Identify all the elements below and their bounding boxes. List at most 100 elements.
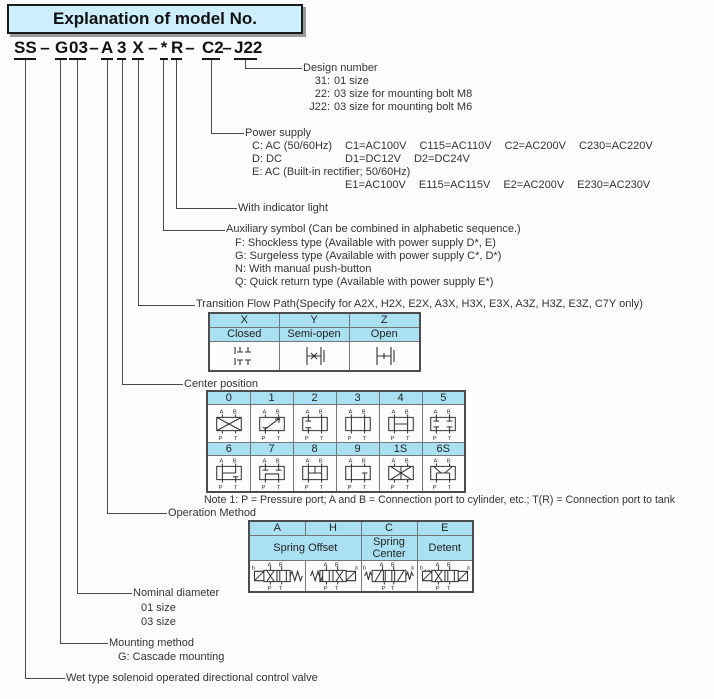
svg-text:T: T: [233, 436, 237, 441]
operation-label: Operation Method: [168, 507, 257, 519]
svg-text:A: A: [348, 409, 352, 415]
svg-text:T: T: [362, 485, 366, 490]
center-col: 6: [206, 442, 251, 456]
operation-col: C: [360, 520, 418, 536]
power-value: C1=AC100V: [345, 140, 407, 152]
nominal-row: 01 size: [141, 602, 176, 614]
auxiliary-rows: F: Shockless type (Available with power …: [235, 237, 501, 289]
svg-text:P: P: [390, 485, 394, 490]
svg-text:T: T: [319, 485, 323, 490]
wet-type-label: Wet type solenoid operated directional c…: [66, 672, 318, 684]
svg-text:P: P: [347, 436, 351, 441]
svg-text:T: T: [405, 436, 409, 441]
transition-col: X: [208, 312, 280, 328]
svg-text:B: B: [233, 459, 237, 465]
svg-text:B: B: [318, 409, 322, 415]
svg-text:A: A: [391, 409, 395, 415]
model-segment: C2: [202, 38, 224, 60]
svg-text:A: A: [219, 409, 223, 415]
model-segment: G: [55, 38, 68, 60]
svg-text:T: T: [405, 485, 409, 490]
svg-text:P: P: [435, 586, 439, 591]
svg-text:B: B: [404, 459, 408, 465]
center-position-label: Center position: [184, 378, 258, 390]
auxiliary-row: Q: Quick return type (Available with pow…: [235, 276, 494, 288]
connector-transition: [138, 60, 195, 306]
svg-text:P: P: [382, 586, 386, 591]
svg-text:B: B: [447, 409, 451, 415]
svg-text:T: T: [448, 485, 452, 490]
svg-text:A: A: [391, 459, 395, 465]
svg-text:P: P: [347, 485, 351, 490]
center-col: 0: [206, 390, 251, 405]
operation-table: A H C E Spring Offset Spring Center Dete…: [248, 520, 474, 593]
svg-text:T: T: [391, 586, 395, 591]
svg-text:B: B: [361, 409, 365, 415]
connector-mounting: [60, 60, 108, 644]
svg-text:A: A: [305, 409, 309, 415]
svg-text:P: P: [218, 436, 222, 441]
svg-text:a: a: [355, 565, 359, 571]
center-col: 8: [292, 442, 337, 456]
design-number-row: J22:03 size for mounting bolt M6: [296, 101, 472, 114]
valve-9-icon: A B P T: [344, 459, 371, 490]
transition-table: X Y Z Closed Semi-open Open: [208, 312, 421, 372]
svg-text:T: T: [233, 485, 237, 490]
design-number-label: Design number: [303, 62, 378, 74]
power-value: E230=AC230V: [577, 179, 651, 191]
design-code: J22:: [309, 101, 330, 113]
svg-text:P: P: [304, 436, 308, 441]
center-col: 2: [292, 390, 337, 405]
model-separator: –: [148, 38, 158, 57]
power-value: D1=DC12V: [345, 153, 401, 165]
svg-text:B: B: [233, 409, 237, 415]
nominal-label: Nominal diameter: [133, 587, 220, 599]
svg-text:A: A: [348, 459, 352, 465]
svg-text:A: A: [380, 562, 384, 568]
auxiliary-row: F: Shockless type (Available with power …: [235, 237, 496, 249]
svg-text:A: A: [305, 459, 309, 465]
svg-text:A: A: [434, 409, 438, 415]
flow-closed-icon: [234, 346, 252, 365]
transition-label: Transition Flow Path(Specify for A2X, H2…: [196, 298, 643, 310]
center-col: 7: [249, 442, 294, 456]
design-number-row: 22:03 size for mounting bolt M8: [296, 88, 472, 101]
operation-type: Spring Center: [360, 534, 418, 561]
flow-open-icon: [376, 346, 395, 365]
operation-col: H: [304, 520, 362, 536]
svg-text:B: B: [361, 459, 365, 465]
center-col: 3: [335, 390, 380, 405]
svg-text:B: B: [404, 409, 408, 415]
page-title-box: Explanation of model No.: [7, 4, 303, 34]
model-segment: X: [132, 38, 144, 60]
operation-type: Spring Offset: [248, 534, 362, 561]
power-supply-label: Power supply: [245, 127, 312, 139]
svg-text:T: T: [276, 485, 280, 490]
svg-text:P: P: [261, 485, 265, 490]
power-row: D: DC D1=DC12V D2=DC24V: [252, 153, 666, 166]
indicator-label: With indicator light: [238, 202, 328, 214]
power-value: C2=AC200V: [504, 140, 566, 152]
model-separator: –: [222, 38, 232, 57]
svg-text:P: P: [324, 586, 328, 591]
svg-text:A: A: [268, 562, 272, 568]
design-code: 22:: [314, 88, 330, 100]
transition-col: Y: [278, 312, 350, 328]
model-segment: 03: [69, 38, 88, 60]
power-value: E2=AC200V: [503, 179, 565, 191]
svg-text:B: B: [275, 459, 279, 465]
auxiliary-label: Auxiliary symbol (Can be combined in alp…: [226, 223, 521, 235]
power-value: E115=AC115V: [418, 179, 491, 191]
model-segment: SS: [14, 38, 37, 60]
design-code: 31:: [314, 75, 330, 87]
power-supply-rows: C: AC (50/60Hz) C1=AC100V C115=AC110V C2…: [252, 140, 666, 192]
svg-text:P: P: [433, 485, 437, 490]
design-number-rows: 31:01 size 22:03 size for mounting bolt …: [296, 75, 472, 114]
model-segment: *: [160, 38, 168, 60]
svg-text:a: a: [411, 565, 415, 571]
auxiliary-row: N: With manual push-button: [235, 263, 372, 275]
